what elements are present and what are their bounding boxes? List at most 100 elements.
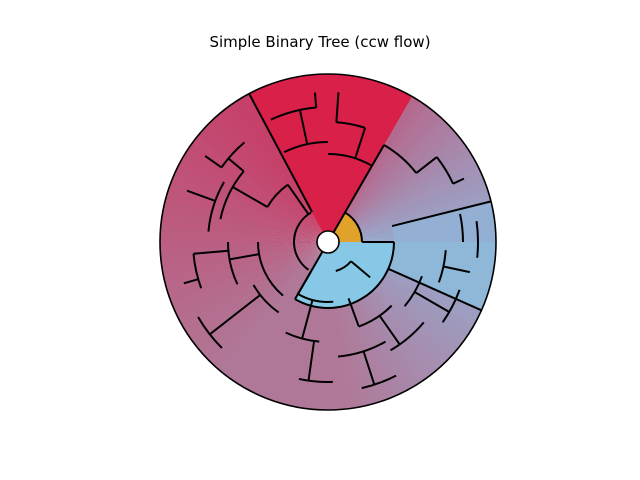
branch-arc	[389, 321, 425, 352]
branch-arc	[337, 340, 386, 358]
branch-radial	[347, 298, 360, 327]
branch-radial	[354, 127, 367, 159]
background-segment	[328, 111, 441, 242]
branch-arc	[257, 241, 284, 297]
branch-radial	[344, 144, 385, 214]
root-arc	[344, 211, 363, 243]
branch-arc	[298, 377, 333, 383]
branch-radial	[452, 177, 465, 185]
branch-radial	[335, 92, 340, 123]
background-segment	[160, 215, 328, 242]
background-segment	[221, 106, 328, 242]
background-segment	[174, 165, 328, 242]
branch-radial	[297, 270, 312, 295]
branch-arc	[475, 220, 479, 258]
background-segment	[168, 181, 328, 242]
branch-radial	[362, 351, 376, 385]
branch-radial	[332, 212, 346, 233]
branch-arc	[227, 241, 239, 285]
background-segment	[328, 96, 420, 243]
background-segment	[328, 129, 459, 242]
background-segment	[236, 96, 328, 243]
branch-arc	[266, 183, 289, 208]
background-segment	[165, 242, 328, 295]
branch-radial	[232, 186, 268, 208]
background-segment	[178, 158, 328, 242]
branch-radial	[414, 291, 450, 313]
background-segment	[160, 224, 328, 242]
branch-radial	[229, 253, 260, 261]
inner-left-arc	[293, 211, 312, 271]
root-wedge-orange	[333, 212, 362, 242]
branch-radial	[443, 265, 471, 274]
background-segment	[174, 242, 328, 319]
branch-arc	[285, 331, 320, 343]
background-segment	[328, 173, 485, 242]
background-segment	[328, 116, 447, 242]
background-segment	[186, 143, 328, 242]
background-segment	[160, 233, 328, 243]
background-segment	[168, 242, 328, 303]
background-segment	[328, 150, 474, 242]
background-segment	[328, 181, 488, 242]
branch-arc	[403, 275, 423, 307]
blue-clade-inner	[295, 242, 394, 308]
background-segment	[328, 105, 434, 243]
branch-arc	[459, 213, 464, 243]
branch-arc	[327, 153, 373, 167]
background-segment	[229, 242, 328, 384]
branch-radial	[313, 92, 318, 108]
branch-arc	[283, 141, 329, 154]
blue-clade-border-top	[391, 200, 492, 228]
branch-radial	[186, 189, 216, 202]
branch-radial	[183, 278, 199, 285]
diagram-title: Simple Binary Tree (ccw flow)	[209, 33, 431, 51]
branch-radial	[301, 299, 314, 339]
background-segment	[328, 189, 491, 242]
branch-radial	[204, 155, 223, 169]
background-segment	[236, 242, 328, 388]
branch-radial	[378, 315, 401, 345]
background-segment	[161, 207, 328, 242]
background-segment	[328, 165, 482, 242]
branch-arc	[335, 260, 352, 272]
background-segment	[328, 100, 427, 242]
blue-clade-outer	[388, 242, 496, 311]
branch-arc	[297, 293, 334, 303]
branch-radial	[307, 340, 316, 381]
branch-arc	[441, 289, 461, 323]
branch-radial	[209, 294, 261, 336]
red-sub-arc	[383, 144, 418, 174]
branch-arc	[358, 304, 393, 328]
branch-arc	[207, 181, 225, 232]
background-segment	[171, 242, 328, 311]
background-segment	[182, 150, 328, 242]
branch-radial	[350, 260, 371, 279]
tree-branches	[183, 92, 492, 390]
outer-ring	[159, 73, 497, 411]
red-clade-border	[248, 93, 313, 213]
branch-radial	[298, 109, 309, 145]
background-segment	[328, 122, 453, 242]
branch-radial	[193, 249, 229, 255]
branch-arc	[252, 284, 280, 314]
background-segment	[170, 173, 328, 242]
blue-clade-outer-top	[392, 201, 496, 242]
background-segment	[178, 242, 328, 327]
blue-clade-arc	[294, 241, 395, 309]
branch-radial	[415, 156, 438, 174]
branch-arc	[197, 316, 223, 349]
branch-arc	[219, 170, 245, 220]
background-segment	[328, 157, 478, 242]
background-segment	[328, 142, 469, 242]
branch-radial	[227, 157, 245, 173]
branch-radial	[287, 184, 310, 215]
branch-arc	[192, 253, 203, 289]
center-hub	[316, 230, 340, 254]
background-segment	[165, 190, 328, 242]
background-segment	[163, 198, 328, 242]
branch-arc	[361, 374, 397, 390]
blue-clade-border-bottom	[387, 267, 482, 312]
background-segment	[243, 92, 328, 242]
